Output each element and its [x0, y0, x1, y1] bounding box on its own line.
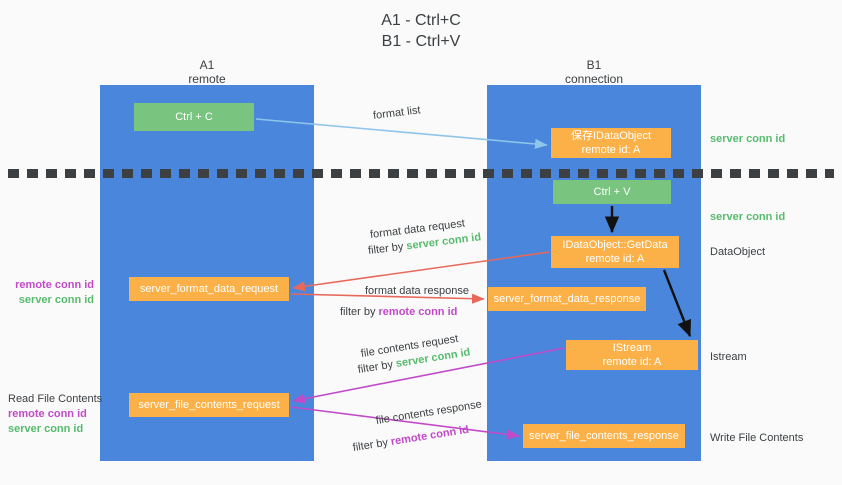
remote-conn-id-token: remote conn id	[378, 306, 458, 318]
server-conn-id-label: server conn id	[8, 423, 84, 435]
node-server-file-contents-response[interactable]: server_file_contents_response	[523, 424, 685, 448]
arrow-format-list	[255, 118, 548, 150]
node-server-format-data-request[interactable]: server_format_data_request	[129, 277, 289, 301]
arrow-format-data-response	[290, 293, 485, 304]
annotation-dataobject: DataObject	[710, 246, 766, 258]
column-header-b1: B1 connection	[564, 58, 624, 86]
annotation-left-mid: remote conn id server conn id	[8, 278, 94, 308]
column-header-a1: A1 remote	[188, 58, 226, 86]
annotation-write-file-contents: Write File Contents	[710, 432, 804, 444]
node-ctrl-v[interactable]: Ctrl + V	[553, 180, 671, 204]
edge-label-format-data-response: format data response	[365, 285, 469, 297]
arrow-file-contents-request	[292, 347, 565, 404]
node-server-file-contents-request[interactable]: server_file_contents_request	[129, 393, 289, 417]
dashed-divider	[8, 169, 834, 178]
filter-prefix: filter by	[340, 306, 379, 318]
remote-conn-id-label: remote conn id	[15, 279, 94, 291]
server-conn-id-label: server conn id	[18, 294, 94, 306]
annotation-server-conn-id-2: server conn id	[710, 211, 786, 223]
annotation-left-bottom: Read File Contents remote conn id server…	[8, 392, 103, 437]
node-server-format-data-response[interactable]: server_format_data_response	[488, 287, 646, 311]
annotation-server-conn-id-1: server conn id	[710, 133, 786, 145]
edge-label-format-data-response-filter: filter by remote conn id	[340, 305, 457, 319]
arrow-file-contents-response	[290, 406, 520, 440]
node-idataobject[interactable]: 保存IDataObject remote id: A	[551, 128, 671, 158]
read-file-contents-label: Read File Contents	[8, 393, 103, 405]
arrow-getdata-to-istream	[662, 269, 692, 338]
arrow-format-data-request	[292, 251, 550, 292]
node-istream[interactable]: IStream remote id: A	[566, 340, 698, 370]
remote-conn-id-label: remote conn id	[8, 408, 87, 420]
annotation-istream: Istream	[710, 351, 747, 363]
node-idataobject-getdata[interactable]: IDataObject::GetData remote id: A	[551, 236, 679, 268]
node-ctrl-c[interactable]: Ctrl + C	[134, 103, 254, 131]
page-title: A1 - Ctrl+C B1 - Ctrl+V	[381, 12, 461, 50]
